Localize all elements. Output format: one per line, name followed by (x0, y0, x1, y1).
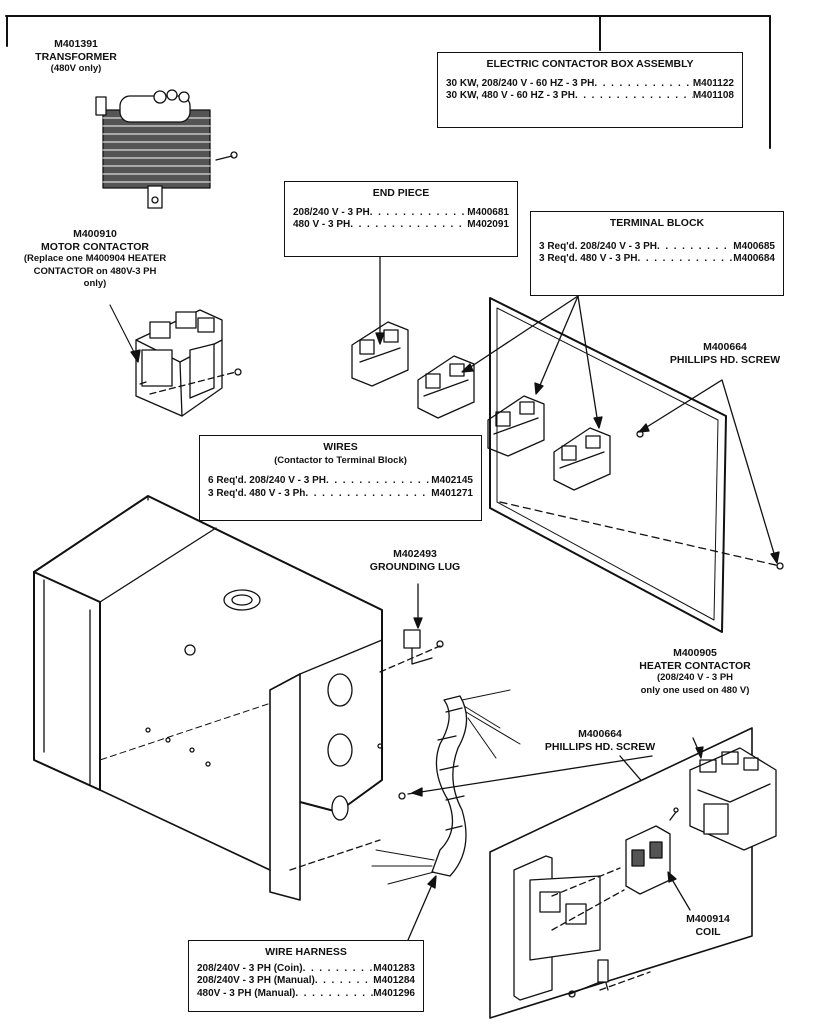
screw-upper-name: PHILLIPS HD. SCREW (669, 353, 781, 366)
screw-lower-label: M400664 PHILLIPS HD. SCREW (530, 728, 670, 753)
grounding-lug-label: M402493 GROUNDING LUG (350, 548, 480, 573)
grounding-lug-name: GROUNDING LUG (369, 560, 461, 573)
terminal-block-title: TERMINAL BLOCK (609, 217, 705, 229)
wire-harness-table: WIRE HARNESS 208/240V - 3 PH (Coin)M4012… (188, 940, 424, 1012)
contactor-box-row: 30 KW, 480 V - 60 HZ - 3 PHM401108 (446, 90, 734, 103)
wire-harness-row: 208/240V - 3 PH (Coin)M401283 (197, 963, 415, 976)
wires-row: 6 Req'd. 208/240 V - 3 PHM402145 (208, 475, 473, 488)
heater-contactor-name: HEATER CONTACTOR (639, 659, 751, 672)
motor-contactor-note: (Replace one M400904 HEATER (23, 253, 167, 264)
transformer-note: (480V only) (50, 63, 102, 74)
wires-table: WIRES (Contactor to Terminal Block) 6 Re… (199, 435, 482, 521)
terminal-block-row: 3 Req'd. 480 V - 3 PHM400684 (539, 253, 775, 266)
contactor-box-row: 30 KW, 208/240 V - 60 HZ - 3 PHM401122 (446, 78, 734, 91)
screw-upper-part-number: M400664 (703, 341, 747, 353)
contactor-box-assembly-table: ELECTRIC CONTACTOR BOX ASSEMBLY 30 KW, 2… (437, 52, 743, 128)
screw-upper-label: M400664 PHILLIPS HD. SCREW (650, 341, 800, 366)
end-piece-row: 480 V - 3 PHM402091 (293, 219, 509, 232)
terminal-block-parts (417, 295, 611, 491)
heater-contactor-panel (489, 727, 777, 1019)
motor-contactor-part (109, 304, 242, 417)
end-piece-title: END PIECE (372, 187, 430, 199)
transformer-name: TRANSFORMER (35, 50, 117, 63)
transformer-label: M401391 TRANSFORMER (480V only) (16, 38, 136, 76)
heater-contactor-note: (208/240 V - 3 PH (656, 672, 734, 683)
heater-contactor-part-number: M400905 (673, 647, 717, 659)
end-piece-row: 208/240 V - 3 PHM400681 (293, 207, 509, 220)
grounding-lug-part (379, 583, 444, 673)
grounding-lug-part-number: M402493 (393, 548, 437, 560)
heater-contactor-note: only one used on 480 V) (640, 684, 750, 696)
coil-label: M400914 COIL (668, 913, 748, 938)
motor-contactor-part-number: M400910 (73, 228, 117, 240)
heater-contactor-label: M400905 HEATER CONTACTOR (208/240 V - 3 … (610, 647, 780, 697)
wires-title: WIRES (323, 441, 358, 453)
contactor-box-enclosure (33, 495, 383, 901)
coil-part-number: M400914 (686, 913, 730, 925)
transformer-part-number: M401391 (54, 38, 98, 50)
motor-contactor-note: CONTACTOR on 480V-3 PH (33, 265, 157, 277)
terminal-block-table: TERMINAL BLOCK 3 Req'd. 208/240 V - 3 PH… (530, 211, 784, 296)
wire-harness-part (371, 689, 664, 941)
wire-harness-title: WIRE HARNESS (265, 946, 347, 958)
coil-name: COIL (695, 925, 721, 938)
contactor-box-title: ELECTRIC CONTACTOR BOX ASSEMBLY (486, 58, 694, 70)
screw-lower-name: PHILLIPS HD. SCREW (544, 740, 656, 753)
wire-harness-row: 208/240V - 3 PH (Manual)M401284 (197, 975, 415, 988)
motor-contactor-name: MOTOR CONTACTOR (41, 240, 149, 253)
motor-contactor-label: M400910 MOTOR CONTACTOR (Replace one M40… (0, 228, 190, 291)
wires-row: 3 Req'd. 480 V - 3 PhM401271 (208, 488, 473, 501)
assembly-header-bracket (5, 15, 771, 149)
wires-subtitle: (Contactor to Terminal Block) (274, 454, 407, 466)
transformer-part (95, 89, 238, 209)
end-piece-part (351, 256, 409, 387)
motor-contactor-note: only) (83, 278, 107, 289)
end-piece-table: END PIECE 208/240 V - 3 PHM400681 480 V … (284, 181, 518, 257)
screw-lower-part-number: M400664 (578, 728, 622, 740)
wire-harness-row: 480V - 3 PH (Manual)M401296 (197, 988, 415, 1001)
terminal-block-row: 3 Req'd. 208/240 V - 3 PHM400685 (539, 241, 775, 254)
back-panel-frame (489, 297, 784, 633)
